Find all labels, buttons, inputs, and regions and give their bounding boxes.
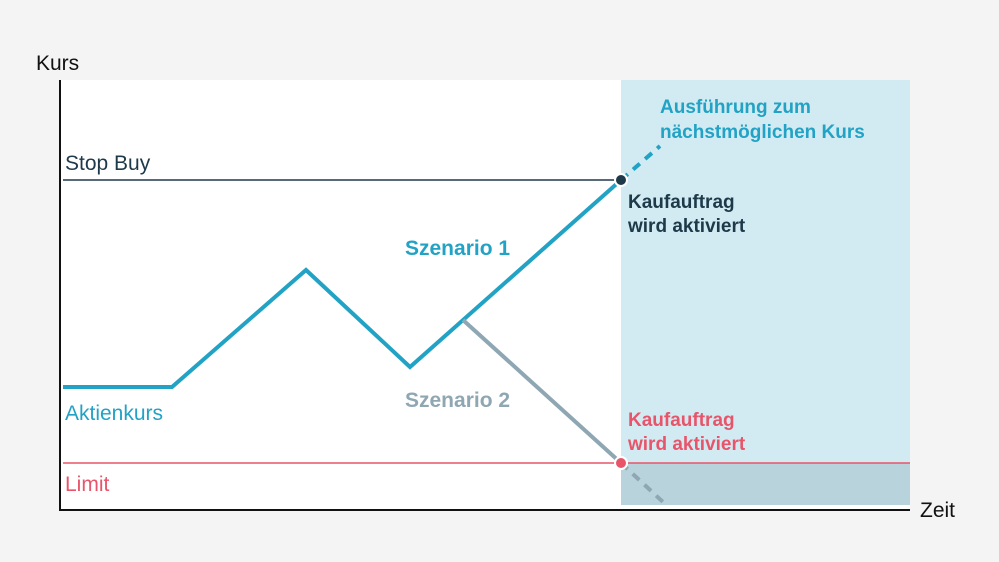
- scenario1-label: Szenario 1: [405, 237, 510, 260]
- execution-note-line1: Ausführung zum: [660, 97, 811, 118]
- stop-buy-label: Stop Buy: [65, 152, 151, 175]
- limit-label: Limit: [65, 473, 110, 496]
- stop-trigger-point: [614, 173, 628, 187]
- stock-label: Aktienkurs: [65, 402, 163, 425]
- below-limit-zone: [621, 463, 910, 505]
- y-axis-label: Kurs: [36, 52, 79, 75]
- limit-trigger-point: [614, 456, 628, 470]
- activation-zone: [621, 80, 910, 505]
- stop-activated-line1: Kaufauftrag: [628, 192, 735, 213]
- stop-activated-line2: wird aktiviert: [627, 216, 746, 237]
- x-axis-label: Zeit: [920, 499, 955, 522]
- stock-price-line: [63, 178, 623, 389]
- limit-activated-line2: wird aktiviert: [627, 434, 746, 455]
- scenario2-label: Szenario 2: [405, 389, 510, 412]
- execution-note-line2: nächstmöglichen Kurs: [660, 122, 865, 143]
- scenario2-line: [461, 318, 623, 465]
- limit-activated-line1: Kaufauftrag: [628, 410, 735, 431]
- scenario1-continuation: [619, 144, 662, 182]
